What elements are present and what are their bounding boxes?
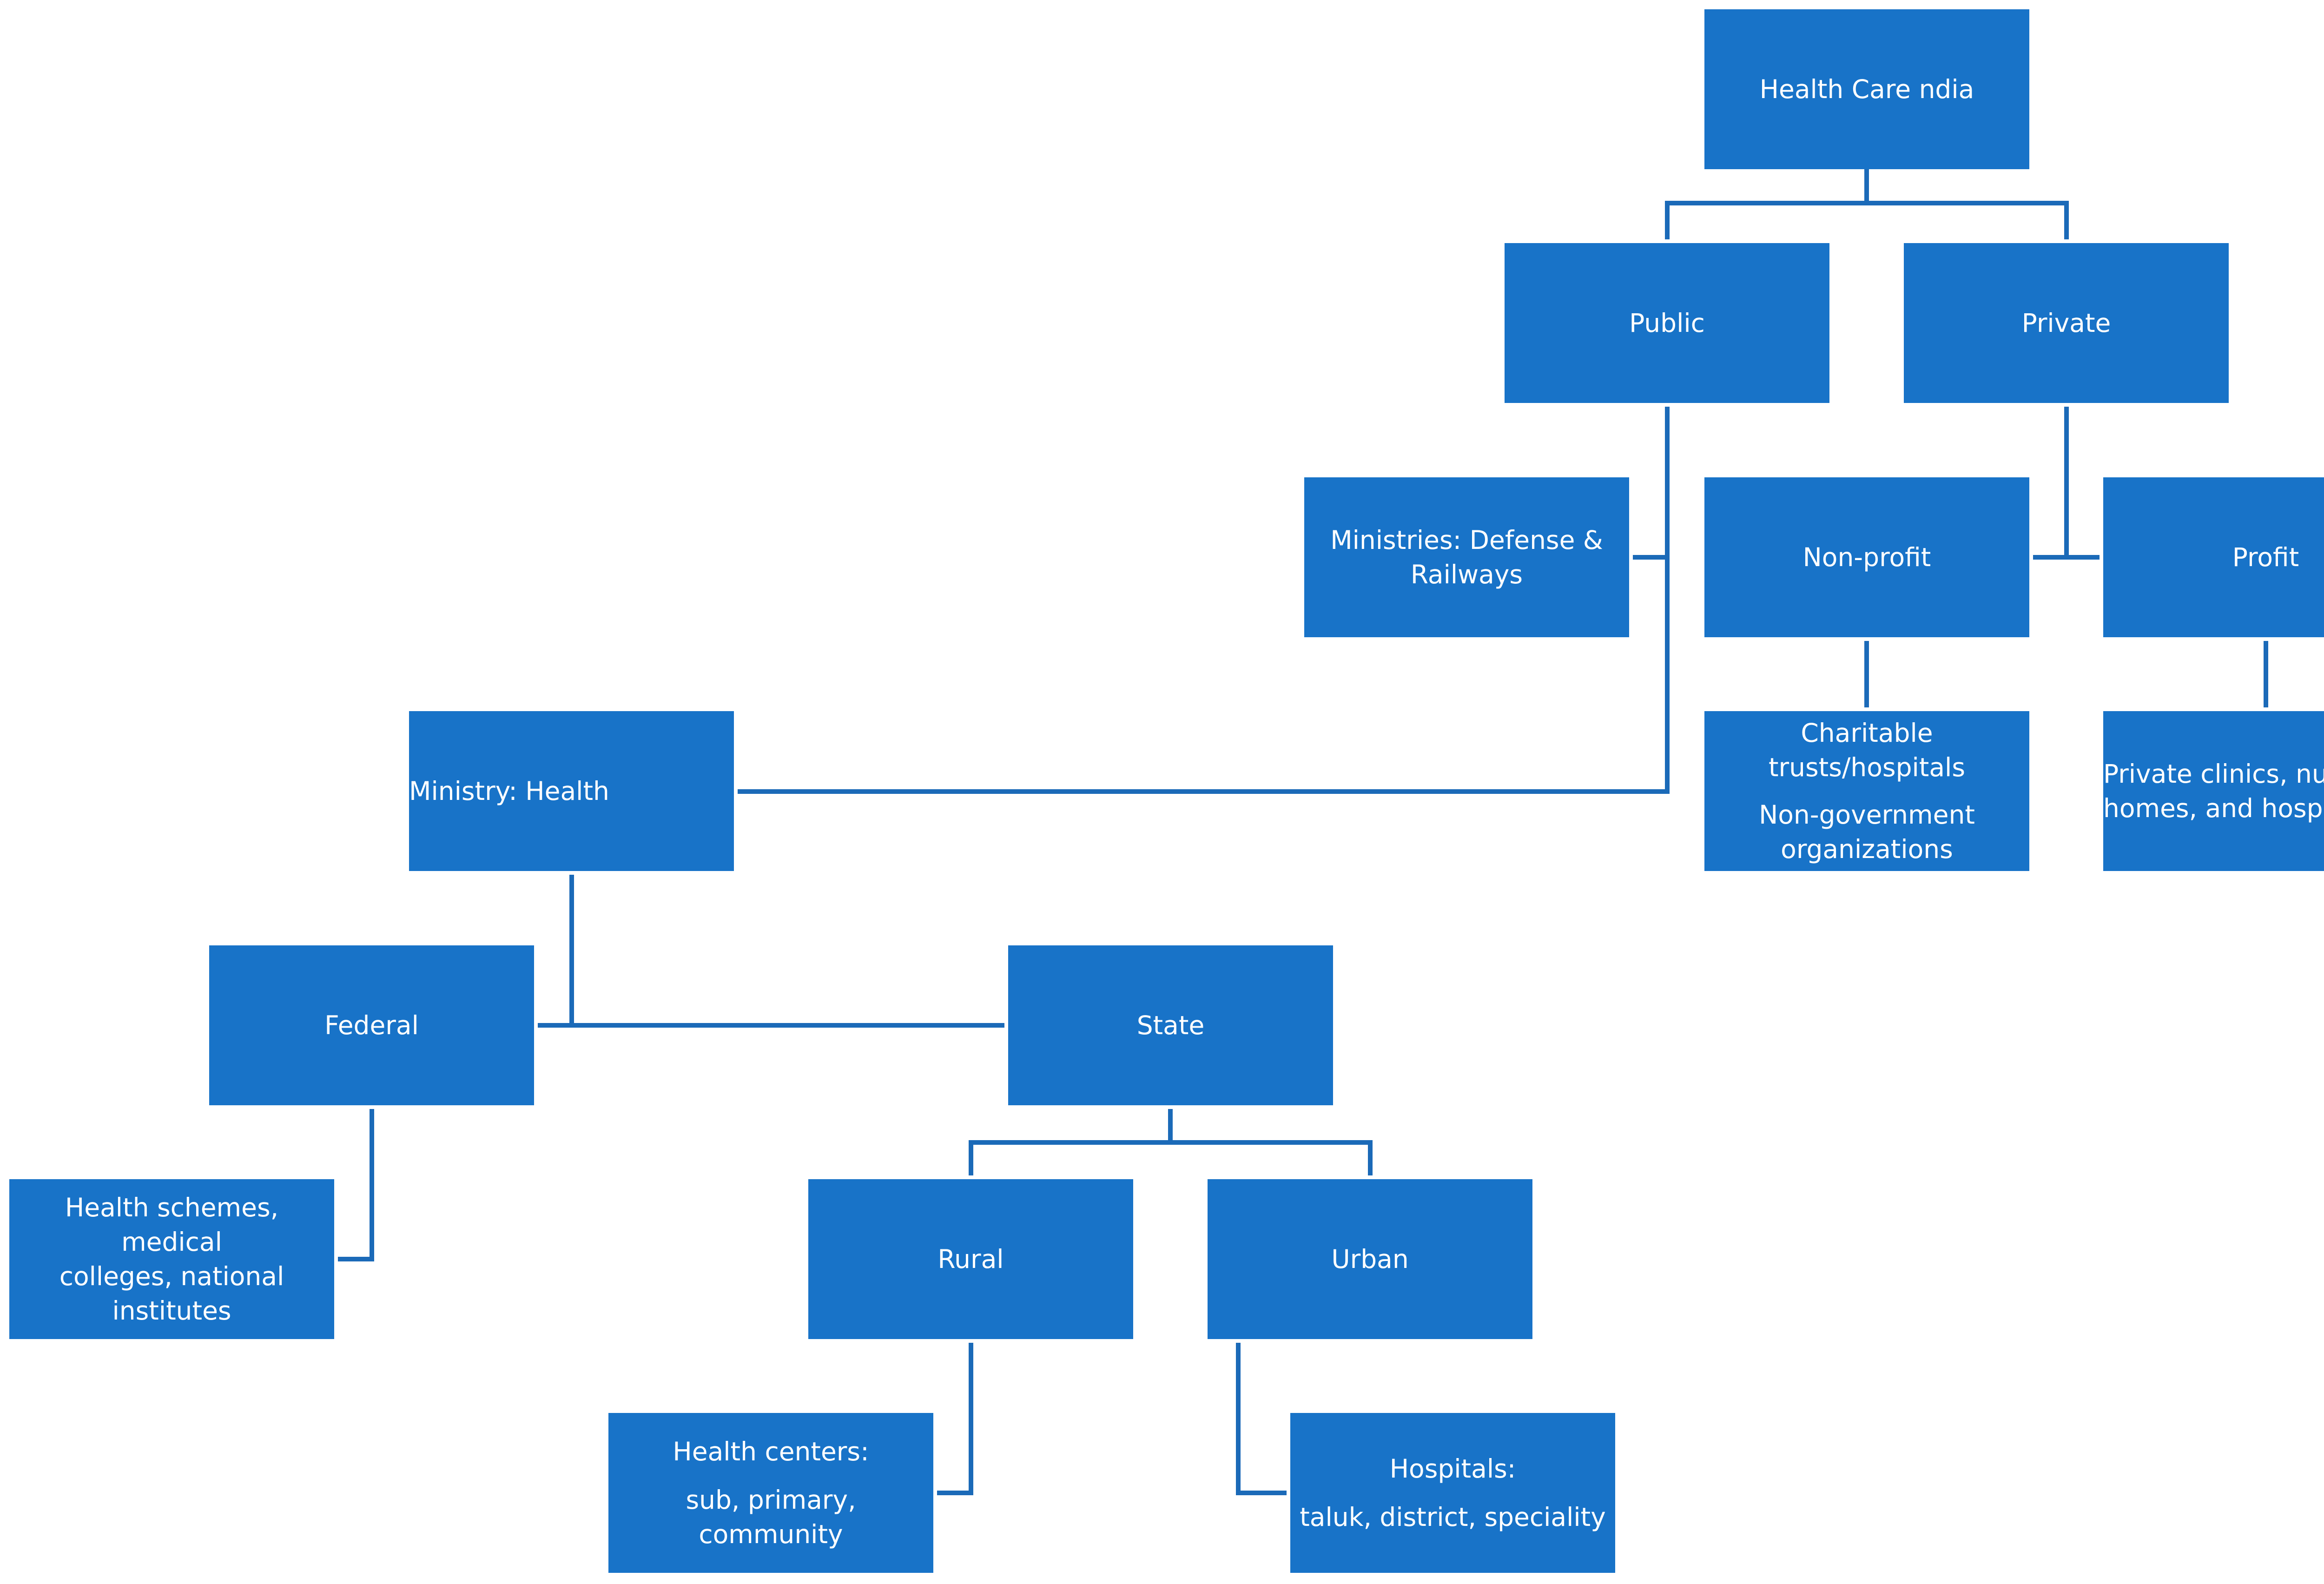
node-private-clinics-line-2: homes, and hospitals [2103,793,2324,823]
node-ministries-line-1: Ministries: Defense & [1330,525,1603,555]
node-ministries-line-2: Railways [1410,560,1523,589]
node-private: Private [1904,243,2229,403]
node-federal-label: Federal [324,1010,419,1040]
connector-root-public-private [1665,169,2069,239]
node-hospitals-line-1: Hospitals: [1389,1454,1516,1484]
node-ministry-health: Ministry: Health [409,711,734,871]
node-state: State [1008,945,1333,1105]
node-hospitals: Hospitals: taluk, district, speciality [1290,1413,1615,1573]
node-private-clinics-line-1: Private clinics, nursing [2103,759,2324,789]
node-urban-label: Urban [1331,1244,1409,1274]
node-hospitals-line-2: taluk, district, speciality [1300,1502,1606,1532]
connector-health-federal-state [538,875,1004,1028]
connector-public-ministries-health [738,407,1670,794]
node-charitable-line-1: Charitable [1801,718,1933,748]
node-public: Public [1505,243,1829,403]
connector-rural-centers [937,1343,973,1495]
node-profit: Profit [2103,477,2324,637]
connector-private-nonprofit-profit [2033,407,2100,560]
node-charitable-line-2: trusts/hospitals [1768,752,1965,782]
node-ministries-defense-railways: Ministries: Defense & Railways [1304,477,1629,637]
node-health-schemes-line-3: institutes [112,1296,231,1326]
node-state-label: State [1136,1010,1205,1040]
connector-federal-schemes [338,1109,374,1261]
node-rural: Rural [808,1179,1133,1339]
node-health-centers-line-2: sub, primary, community [686,1485,856,1549]
node-health-centers-line-1: Health centers: [673,1437,869,1466]
node-rural-label: Rural [938,1244,1004,1274]
node-health-care-india-label: Health Care ndia [1759,74,1974,104]
node-private-label: Private [2021,308,2111,338]
node-non-profit: Non-profit [1704,477,2029,637]
node-health-centers: Health centers: sub, primary, community [608,1413,933,1573]
node-health-schemes-line-1: Health schemes, medical [65,1193,279,1257]
node-ngo-line-1: Non-government [1759,800,1975,830]
node-ministry-health-label: Ministry: Health [409,776,609,806]
node-health-schemes-line-2: colleges, national [59,1261,284,1291]
node-profit-label: Profit [2232,542,2299,572]
node-private-clinics: Private clinics, nursing homes, and hosp… [2103,711,2324,871]
node-non-profit-label: Non-profit [1802,542,1931,572]
node-public-label: Public [1629,308,1705,338]
node-charitable-ngo: Charitable trusts/hospitals Non-governme… [1704,711,2029,871]
node-federal: Federal [209,945,534,1105]
connector-state-rural-urban [969,1109,1373,1175]
connector-urban-hospitals [1236,1343,1287,1495]
node-health-schemes: Health schemes, medical colleges, nation… [9,1179,334,1339]
node-ngo-line-2: organizations [1781,834,1953,864]
node-health-care-india: Health Care ndia [1704,9,2029,169]
node-urban: Urban [1208,1179,1532,1339]
